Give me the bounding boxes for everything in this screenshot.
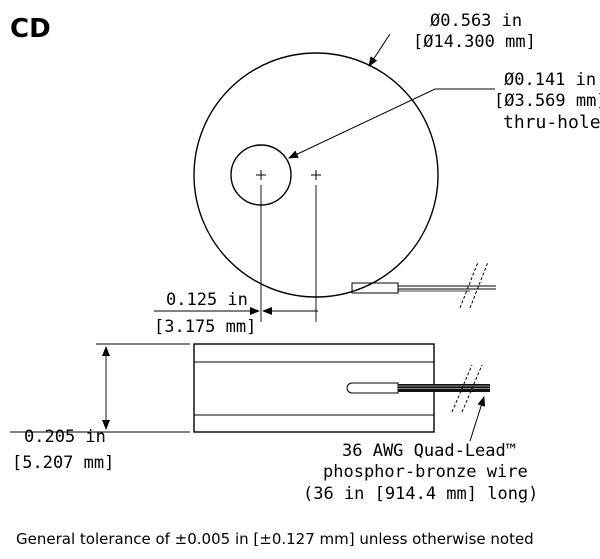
part-title: CD — [10, 14, 51, 44]
hole-diameter-in: Ø0.141 in — [504, 70, 596, 90]
wire-bundle — [398, 384, 490, 392]
outer-diameter-leader — [368, 33, 391, 67]
offset-mm: [3.175 mm] — [154, 317, 256, 337]
hole-center-mark — [256, 170, 266, 180]
wire-leader — [469, 396, 486, 442]
thickness-in: 0.205 in — [24, 427, 106, 447]
top-view: Ø0.563 in [Ø14.300 mm] Ø0.141 in [Ø3.569… — [154, 11, 600, 337]
wire-top-view — [351, 261, 496, 309]
hole-diameter-mm: [Ø3.569 mm] — [494, 91, 600, 111]
wire-side-view — [346, 364, 490, 442]
wire-spec-line1: 36 AWG Quad-Lead™ — [342, 441, 516, 461]
thru-hole-label: thru-hole — [503, 112, 600, 133]
tolerance-note: General tolerance of ±0.005 in [±0.127 m… — [16, 530, 534, 548]
wire-spec-line3: (36 in [914.4 mm] long) — [303, 484, 538, 504]
offset-in: 0.125 in — [166, 290, 248, 310]
outer-diameter-mm: [Ø14.300 mm] — [413, 32, 536, 52]
wire-spec-line2: phosphor-bronze wire — [323, 462, 528, 482]
hole-diameter-leader — [288, 88, 495, 159]
side-view: 0.205 in [5.207 mm] 36 AWG Quad-Lead™ ph… — [10, 343, 538, 504]
thickness-mm: [5.207 mm] — [12, 453, 114, 473]
outer-diameter-in: Ø0.563 in — [430, 11, 522, 31]
disc-center-mark — [311, 170, 321, 180]
